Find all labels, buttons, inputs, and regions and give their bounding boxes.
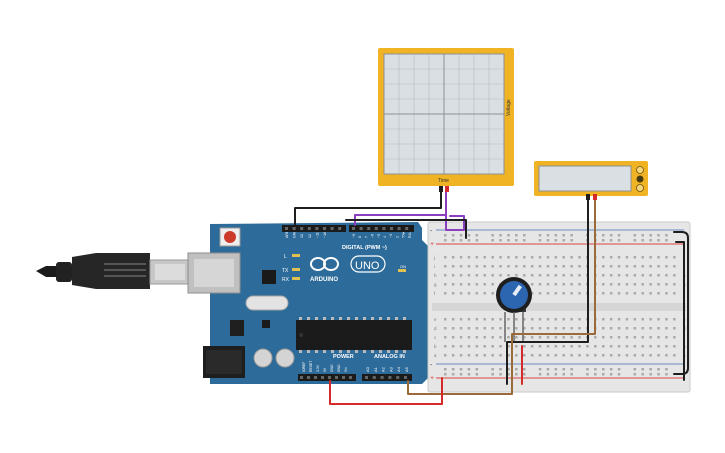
power-header[interactable] [298, 374, 356, 381]
wire-oscilloscope-to-breadboard [445, 207, 465, 231]
row-letter: c [434, 335, 437, 340]
multimeter-mode-r[interactable] [636, 184, 644, 192]
top-header-right[interactable] [349, 225, 414, 232]
power-pin-label: Vin [344, 367, 348, 372]
digital-header-label: DIGITAL (PWM ~) [342, 245, 387, 251]
top-pin-label: 12 [308, 234, 312, 238]
top-pin-label: ~10 [323, 232, 327, 238]
on-label: ON [400, 264, 406, 269]
analog-header[interactable] [362, 374, 412, 381]
capacitor-right [275, 348, 295, 368]
usb-chip [262, 270, 276, 284]
row-letter: f [434, 291, 436, 296]
multimeter-probe-red[interactable] [593, 194, 597, 200]
oscilloscope[interactable]: Time Voltage [378, 48, 514, 192]
status-leds: L TX RX ON [282, 254, 406, 283]
power-label: POWER [333, 354, 354, 360]
top-pin-label: TX▸1 [402, 230, 406, 238]
wire-oscilloscope-ground [294, 190, 442, 226]
capacitor-left [253, 348, 273, 368]
svg-text:-: - [430, 362, 433, 369]
atmega-chip [296, 320, 412, 350]
oscilloscope-x-label: Time [438, 178, 449, 184]
power-pin-label: GND [330, 364, 334, 372]
potentiometer[interactable] [496, 277, 532, 342]
oscilloscope-probe-black[interactable] [439, 186, 443, 192]
power-pin-label: GND [337, 364, 341, 372]
analog-pin-label: A1 [373, 366, 378, 372]
analog-pin-label: A0 [365, 366, 370, 372]
svg-text:-: - [430, 228, 433, 235]
svg-text:+: + [430, 375, 434, 382]
top-pin-label: GND [293, 230, 297, 238]
top-pin-label: 8 [358, 236, 362, 238]
oscilloscope-y-label: Voltage [506, 99, 512, 116]
top-pin-label: 7 [364, 236, 368, 238]
top-pin-label: ~6 [371, 234, 375, 238]
reset-button[interactable] [219, 227, 241, 247]
multimeter-display [538, 165, 632, 192]
analog-label: ANALOG IN [374, 354, 405, 360]
top-header-left[interactable] [282, 225, 346, 232]
top-pin-label: ~5 [377, 234, 381, 238]
crystal-oscillator [245, 295, 289, 311]
top-pin-label: ~3 [389, 234, 393, 238]
row-letter: a [434, 353, 437, 358]
arduino-uno-board[interactable]: L TX RX ON ARDUINO UNO DIGITAL (PWM ~) A… [187, 222, 428, 384]
top-pin-label: 4 [383, 236, 387, 238]
led-label-tx: TX [282, 268, 289, 274]
top-pin-label: AREF [285, 228, 289, 238]
wire-multimeter-signal [407, 195, 596, 395]
analog-pin-label: A2 [381, 366, 386, 372]
row-letter: j [433, 255, 435, 260]
analog-pin-label: A3 [388, 366, 393, 372]
multimeter-probe-black[interactable] [586, 194, 590, 200]
oscilloscope-probe-red[interactable] [445, 186, 449, 192]
row-letter: g [434, 282, 437, 287]
usb-cable[interactable] [36, 253, 191, 289]
top-pin-label: ~9 [352, 234, 356, 238]
power-pin-label: 3.3V [316, 364, 320, 372]
row-letter: b [434, 344, 437, 349]
led-label-rx: RX [282, 277, 290, 283]
analog-pin-label: A4 [396, 366, 401, 372]
row-letter: h [434, 273, 437, 278]
voltage-regulator [230, 320, 244, 336]
top-pin-label: ~11 [315, 232, 319, 238]
wire-5v [329, 377, 443, 405]
power-pin-label: 5V [323, 367, 327, 372]
multimeter[interactable] [534, 161, 648, 200]
power-pin-label: IOREF [302, 362, 306, 372]
row-letter: d [434, 326, 437, 331]
uno-text: UNO [355, 260, 380, 272]
led-label-l: L [284, 254, 287, 260]
top-pin-label: RX◂0 [408, 229, 412, 238]
top-pin-label: 2 [395, 236, 399, 238]
row-letter: i [434, 264, 435, 269]
multimeter-mode-a[interactable] [636, 166, 644, 174]
wires[interactable] [294, 190, 689, 405]
wire-multimeter-ground [506, 195, 589, 385]
top-pin-label: 13 [300, 234, 304, 238]
wire-ground-to-breadboard [345, 219, 467, 239]
analog-pin-label: A5 [404, 366, 409, 372]
row-letter: e [434, 317, 437, 322]
arduino-logo: ARDUINO UNO [310, 255, 386, 283]
multimeter-mode-v[interactable] [636, 175, 644, 183]
arduino-logo-text: ARDUINO [310, 277, 338, 283]
power-pin-label: RESET [309, 361, 313, 372]
svg-text:+: + [430, 241, 434, 248]
